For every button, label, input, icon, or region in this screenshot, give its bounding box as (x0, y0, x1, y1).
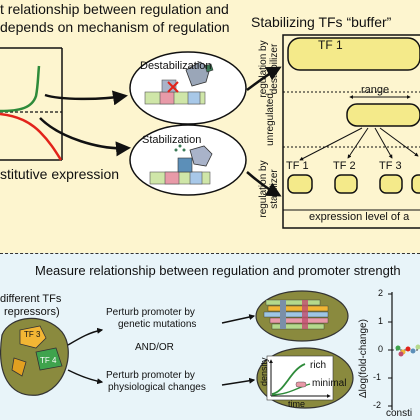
growth-conditions-oval (256, 347, 354, 409)
rich-growth-curve (271, 363, 306, 395)
perturb-genetic-line2: genetic mutations (118, 319, 197, 330)
arrow-plot-to-destabilization (44, 90, 128, 106)
row-label-unregulated: unregulated (265, 93, 276, 146)
top-title-line2: depends on mechanism of regulation (0, 19, 230, 35)
arrow-to-genetic (67, 327, 104, 346)
y-tick-neg2: -2 (373, 400, 382, 410)
tf3-stabilizer-box (379, 174, 403, 194)
fold-change-plot (388, 292, 420, 410)
tf2-stabilizer-label: TF 2 (333, 160, 356, 172)
minimal-label: minimal (312, 378, 347, 389)
bottom-panel (0, 253, 420, 420)
tf1-range-destabilizer (287, 37, 420, 71)
buffer-title: Stabilizing TFs “buffer” (251, 14, 392, 30)
block-x-2 (167, 81, 179, 93)
tf2-stabilizer-box (334, 174, 358, 194)
tfs-label-line2: repressors) (4, 306, 60, 318)
regulation-plot (0, 47, 63, 161)
y-tick-neg1: -1 (373, 372, 382, 382)
rich-label: rich (310, 360, 327, 371)
stabilization-label: Stabilization (142, 134, 202, 146)
top-title-line1: t relationship between regulation and (0, 1, 229, 17)
expression-axis-label: expression level of a (309, 211, 410, 223)
tf1-stabilizer-label: TF 1 (286, 160, 309, 172)
tfs-label-line1: different TFs (0, 293, 62, 305)
tf1-stabilizer-box (287, 174, 313, 194)
buffer-panel (282, 34, 420, 229)
data-point (415, 344, 420, 350)
data-point (410, 348, 416, 354)
data-point (405, 346, 411, 352)
fold-change-y-label: Δlog(fold-change) (358, 319, 369, 398)
minimal-growth-curve (271, 383, 311, 396)
fold-change-x-label: consti (386, 408, 413, 419)
tf3-stabilizer-label: TF 3 (379, 160, 402, 172)
row-label-stabilizer: regulation by stabilizer (258, 160, 280, 218)
bottom-title: Measure relationship between regulation … (35, 263, 401, 278)
and-or-label: AND/OR (135, 342, 174, 353)
destabilizer-protein (185, 61, 211, 87)
tf4-cell-label: TF 4 (40, 356, 57, 365)
stabilization-bubble (129, 124, 247, 196)
arrow-to-stabilizer-row (246, 171, 282, 197)
arrow-to-growth-oval (221, 377, 256, 386)
perturb-physio-line1: Perturb promoter by (106, 370, 195, 381)
arrow-plot-to-stabilization (39, 117, 131, 157)
density-axis-label: density (259, 357, 269, 386)
tf3-cell-label: TF 3 (24, 330, 41, 339)
destabilization-label: Destabilization (140, 60, 212, 72)
data-point (398, 351, 404, 357)
y-tick-2: 2 (378, 288, 384, 298)
cell-with-tfs (0, 317, 69, 396)
y-tick-1: 1 (378, 316, 384, 326)
perturb-physio-line2: physiological changes (108, 382, 206, 393)
data-point (395, 345, 401, 351)
panel-divider (0, 253, 420, 254)
constitutive-expression-label: stitutive expression (0, 166, 120, 182)
arrow-to-mutations-oval (221, 314, 256, 324)
stabilizer-protein (177, 157, 193, 173)
stabilizer-curve (0, 112, 63, 161)
unregulated-range-bar (346, 103, 420, 127)
arrow-to-physiological (67, 369, 104, 385)
arrow-to-destabilizer-row (246, 66, 282, 92)
y-tick-0: 0 (378, 344, 384, 354)
perturb-genetic-line1: Perturb promoter by (106, 307, 195, 318)
time-axis-label: time (288, 399, 306, 409)
destabilization-bubble (129, 51, 247, 125)
promoter-mutations-oval (255, 290, 349, 342)
destabilizer-curve (0, 65, 41, 113)
tf1-destabilizer-label: TF 1 (318, 38, 343, 52)
range-label: range (361, 84, 390, 96)
